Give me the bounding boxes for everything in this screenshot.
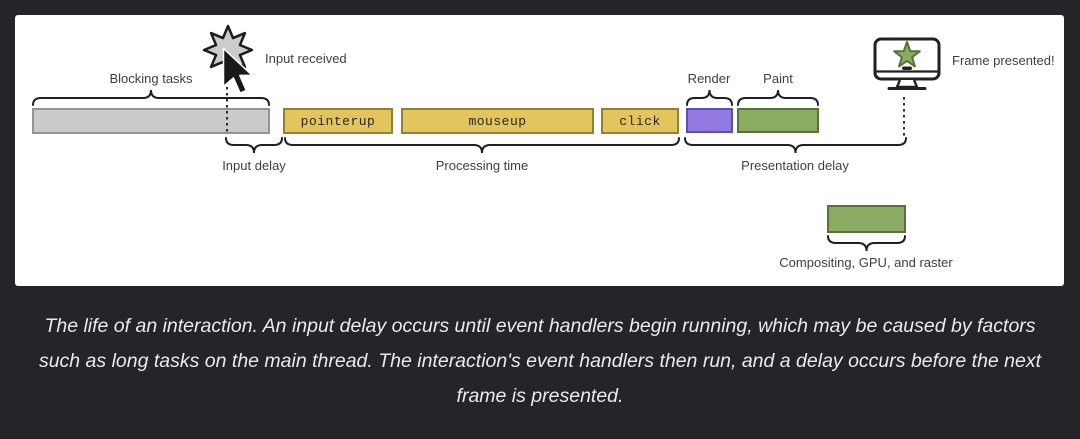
frame-presented-label: Frame presented! bbox=[952, 53, 1055, 68]
processing-time-brace bbox=[284, 137, 680, 155]
pointerup-bar-label: pointerup bbox=[300, 113, 376, 129]
mouseup-bar: mouseup bbox=[401, 108, 594, 134]
click-bar-label: click bbox=[619, 113, 661, 129]
input-delay-brace bbox=[225, 137, 283, 155]
blocking-task-bar bbox=[32, 108, 270, 134]
paint-brace bbox=[737, 89, 819, 107]
render-label: Render bbox=[687, 71, 731, 86]
monitor-icon bbox=[872, 37, 942, 99]
blocking-tasks-brace bbox=[32, 89, 270, 107]
input-delay-label: Input delay bbox=[222, 158, 286, 173]
input-dotted-line bbox=[226, 75, 228, 135]
paint-label: Paint bbox=[763, 71, 793, 86]
compositing-brace bbox=[827, 235, 906, 253]
diagram-panel: Blocking tasks Input received Input dela… bbox=[15, 15, 1064, 286]
presentation-delay-brace bbox=[684, 137, 907, 155]
compositing-label: Compositing, GPU, and raster bbox=[779, 255, 953, 270]
pointerup-bar: pointerup bbox=[283, 108, 393, 134]
presentation-delay-label: Presentation delay bbox=[741, 158, 849, 173]
render-brace bbox=[686, 89, 733, 107]
processing-time-label: Processing time bbox=[435, 158, 529, 173]
blocking-tasks-label: Blocking tasks bbox=[109, 71, 193, 86]
click-bar: click bbox=[601, 108, 679, 134]
figure-caption: The life of an interaction. An input del… bbox=[38, 315, 1042, 407]
cursor-icon bbox=[222, 47, 254, 100]
frame-dotted-line bbox=[903, 97, 905, 139]
render-bar bbox=[686, 108, 733, 133]
star-icon bbox=[893, 41, 921, 68]
compositing-bar bbox=[827, 205, 906, 233]
paint-bar bbox=[737, 108, 819, 133]
input-received-label: Input received bbox=[265, 51, 347, 66]
mouseup-bar-label: mouseup bbox=[468, 113, 527, 129]
